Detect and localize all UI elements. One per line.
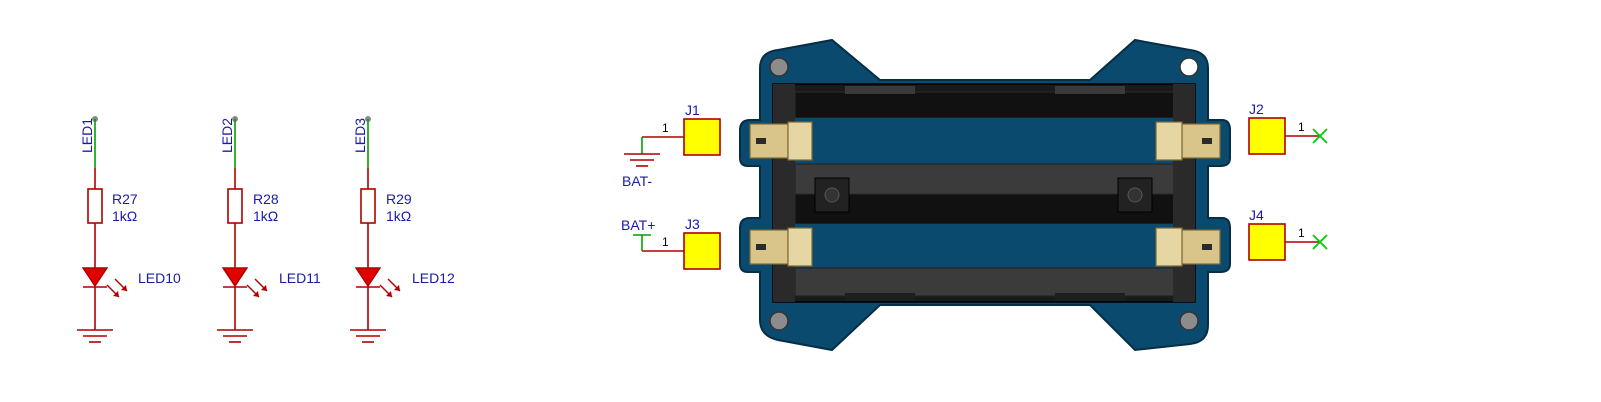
contact-terminal bbox=[1155, 227, 1221, 267]
holder-clip bbox=[845, 293, 915, 301]
holder-clip bbox=[845, 86, 915, 94]
connector-pad bbox=[1248, 223, 1286, 261]
holder-clip bbox=[1055, 86, 1125, 94]
connector-j1: J1 1 BAT- bbox=[622, 102, 721, 189]
connector-j4: J4 1 bbox=[1248, 207, 1328, 261]
led-emission-arrows bbox=[246, 278, 268, 298]
no-connect-icon bbox=[1312, 234, 1328, 250]
contact-terminal bbox=[749, 227, 813, 267]
led-circuit-3: LED3 R29 1kΩ LED12 bbox=[349, 116, 455, 343]
led-emission-arrows bbox=[379, 278, 401, 298]
holder-side bbox=[1173, 84, 1195, 302]
mounting-hole bbox=[769, 57, 789, 77]
resistor-ref: R28 bbox=[253, 191, 279, 207]
connector-ref: J2 bbox=[1249, 101, 1264, 117]
holder-boss-hole bbox=[1127, 187, 1143, 203]
net-label-bat-plus: BAT+ bbox=[621, 217, 655, 233]
ground-icon bbox=[216, 329, 254, 343]
holder-rail-top bbox=[794, 91, 1176, 119]
led-circuit-1: LED1 R27 1kΩ LED10 bbox=[76, 116, 181, 343]
holder-clip bbox=[1055, 293, 1125, 301]
connector-j2: J2 1 bbox=[1248, 101, 1328, 155]
resistor-value: 1kΩ bbox=[386, 208, 411, 224]
led-ref: LED10 bbox=[138, 270, 181, 286]
led-ref: LED12 bbox=[412, 270, 455, 286]
net-label-led1: LED1 bbox=[79, 118, 95, 153]
pin-number: 1 bbox=[662, 235, 669, 249]
holder-rail-bottom bbox=[794, 267, 1176, 297]
led-diode bbox=[81, 267, 109, 288]
resistor-ref: R27 bbox=[112, 191, 138, 207]
holder-slot bbox=[795, 118, 1175, 164]
resistor-ref: R29 bbox=[386, 191, 412, 207]
led-ref: LED11 bbox=[279, 270, 321, 286]
resistor-r28 bbox=[227, 188, 243, 224]
net-label-led3: LED3 bbox=[352, 118, 368, 153]
resistor-r29 bbox=[360, 188, 376, 224]
connector-pad bbox=[1248, 117, 1286, 155]
ground-icon bbox=[623, 153, 661, 167]
connector-pad bbox=[683, 118, 721, 156]
contact-terminal bbox=[749, 121, 813, 161]
net-label-bat-minus: BAT- bbox=[622, 173, 652, 189]
mounting-hole bbox=[1179, 311, 1199, 331]
battery-holder-render bbox=[739, 38, 1231, 352]
resistor-value: 1kΩ bbox=[112, 208, 137, 224]
contact-terminal bbox=[1155, 121, 1221, 161]
resistor-value: 1kΩ bbox=[253, 208, 278, 224]
led-diode bbox=[221, 267, 249, 288]
mounting-hole bbox=[1179, 57, 1199, 77]
connector-ref: J3 bbox=[685, 216, 700, 232]
holder-slot bbox=[795, 224, 1175, 268]
pin-number: 1 bbox=[1298, 226, 1305, 240]
pin-number: 1 bbox=[662, 121, 669, 135]
led-diode bbox=[354, 267, 382, 288]
led-circuit-2: LED2 R28 1kΩ LED11 bbox=[216, 116, 321, 343]
connector-ref: J1 bbox=[685, 102, 700, 118]
connector-j3: J3 1 BAT+ bbox=[621, 216, 721, 270]
connector-ref: J4 bbox=[1249, 207, 1264, 223]
net-label-led2: LED2 bbox=[219, 118, 235, 153]
resistor-r27 bbox=[87, 188, 103, 224]
ground-icon bbox=[76, 329, 114, 343]
no-connect-icon bbox=[1312, 128, 1328, 144]
holder-side bbox=[773, 84, 795, 302]
led-emission-arrows bbox=[106, 278, 128, 298]
mounting-hole bbox=[769, 311, 789, 331]
pin-number: 1 bbox=[1298, 120, 1305, 134]
holder-boss-hole bbox=[824, 187, 840, 203]
ground-icon bbox=[349, 329, 387, 343]
holder-divider bbox=[794, 163, 1176, 195]
connector-pad bbox=[683, 232, 721, 270]
